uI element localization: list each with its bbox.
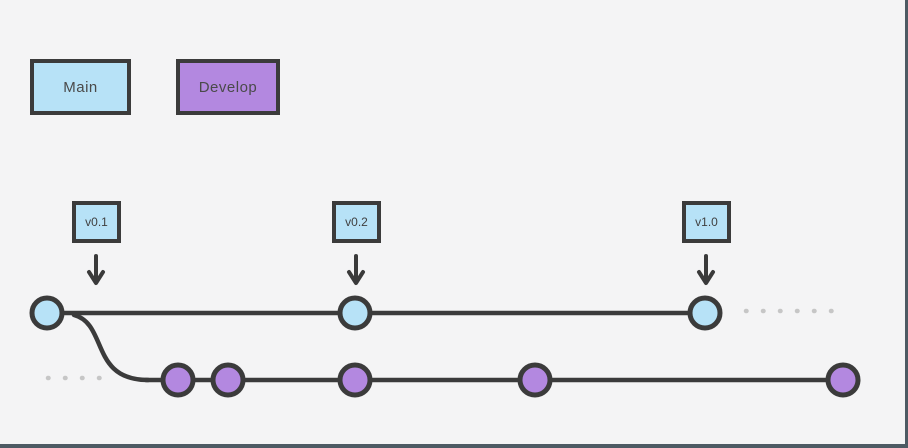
version-tag-v1-0: v1.0 <box>682 201 731 243</box>
develop-commit-node <box>825 362 861 398</box>
version-tag-v0-2: v0.2 <box>332 201 381 243</box>
legend-main: Main <box>30 59 131 115</box>
legend-develop: Develop <box>176 59 280 115</box>
down-arrow-icon <box>347 254 365 285</box>
main-commit-node <box>29 295 65 331</box>
main-commit-node <box>337 295 373 331</box>
down-arrow-icon <box>697 254 715 285</box>
version-tag-v0-1: v0.1 <box>72 201 121 243</box>
develop-commit-node <box>210 362 246 398</box>
main-commit-node <box>687 295 723 331</box>
develop-commit-node <box>160 362 196 398</box>
down-arrow-icon <box>87 254 105 285</box>
develop-commit-node <box>517 362 553 398</box>
branch-curve <box>71 312 151 383</box>
develop-commit-node <box>337 362 373 398</box>
